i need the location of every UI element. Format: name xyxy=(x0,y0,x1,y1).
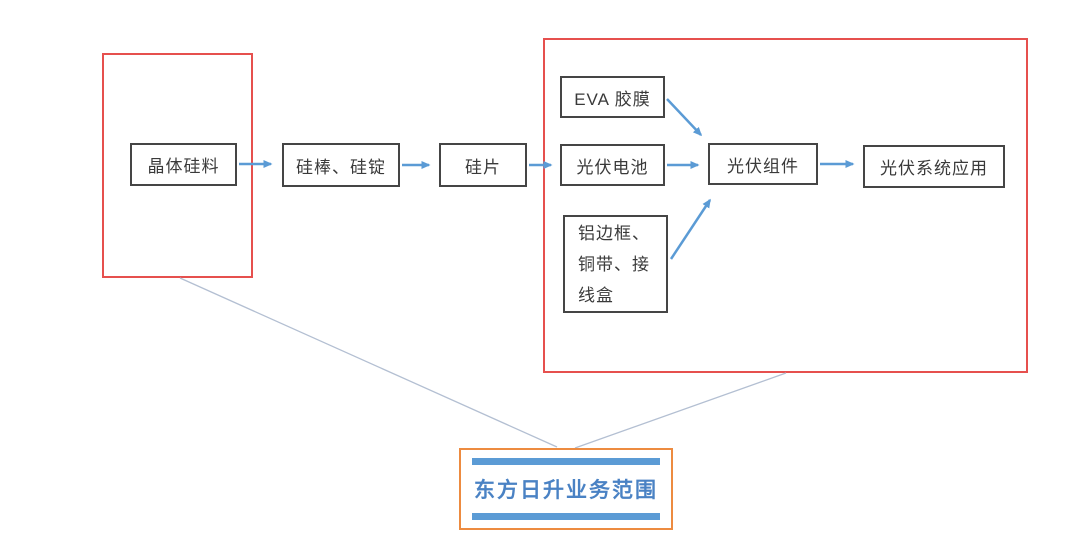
node-pv-cell: 光伏电池 xyxy=(560,144,665,186)
node-pv-module-label: 光伏组件 xyxy=(727,156,799,176)
scope-line-left-to-legend xyxy=(179,277,558,448)
left-scope-rect xyxy=(102,53,253,278)
node-silicon-wafer-label: 硅片 xyxy=(465,157,501,177)
node-frame-ribbon-junction-label: 铝边框、铜带、接线盒 xyxy=(578,223,650,305)
business-scope-legend-box: 东方日升业务范围 xyxy=(459,448,673,530)
node-silicon-wafer: 硅片 xyxy=(439,143,527,187)
legend-bottom-bar xyxy=(472,513,660,520)
node-crystal-silicon: 晶体硅料 xyxy=(130,143,237,186)
scope-line-right-to-legend xyxy=(574,372,787,449)
node-eva-film: EVA 胶膜 xyxy=(560,76,665,118)
node-silicon-rod-ingot-label: 硅棒、硅锭 xyxy=(296,157,386,177)
right-scope-rect xyxy=(543,38,1028,373)
node-pv-cell-label: 光伏电池 xyxy=(576,157,649,177)
node-silicon-rod-ingot: 硅棒、硅锭 xyxy=(282,143,400,187)
node-frame-ribbon-junction: 铝边框、铜带、接线盒 xyxy=(563,215,668,313)
node-crystal-silicon-label: 晶体硅料 xyxy=(147,157,220,176)
node-pv-system-label: 光伏系统应用 xyxy=(880,159,988,178)
node-pv-module: 光伏组件 xyxy=(708,143,818,185)
node-pv-system: 光伏系统应用 xyxy=(863,145,1005,188)
business-scope-label: 东方日升业务范围 xyxy=(474,479,658,502)
legend-top-bar xyxy=(472,458,660,465)
node-eva-film-label: EVA 胶膜 xyxy=(574,89,651,109)
